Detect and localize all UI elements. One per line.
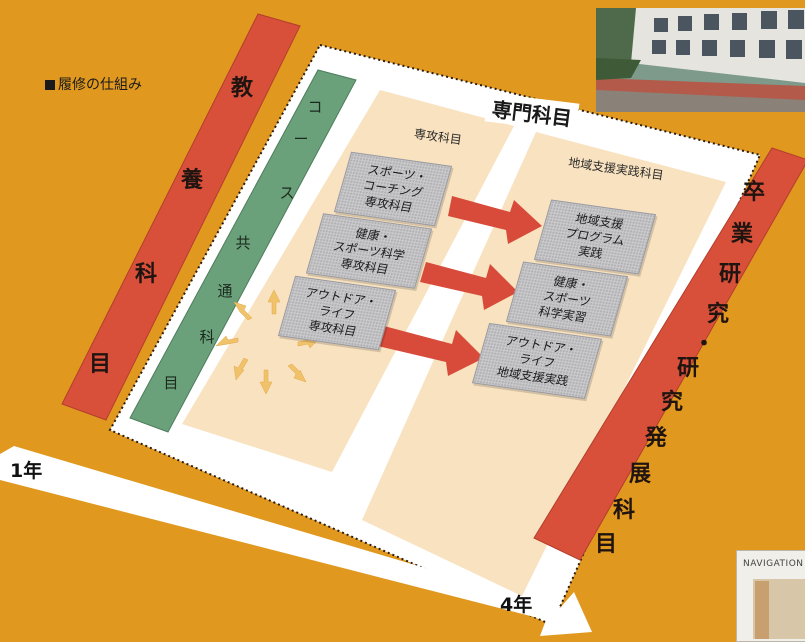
grad-char-1: 卒 xyxy=(742,179,765,205)
general-education-char-1: 教 xyxy=(230,75,253,101)
heading-text: 履修の仕組み xyxy=(58,77,142,93)
common-char-7: 目 xyxy=(163,374,179,392)
common-char-5: 通 xyxy=(217,282,233,300)
campus-building-image xyxy=(596,8,805,112)
flow-arrow-1 xyxy=(448,196,542,244)
common-char-4: 共 xyxy=(235,234,251,252)
year-end-label: 4年 xyxy=(500,594,533,616)
grad-char-9: 展 xyxy=(628,461,651,487)
navigation-widget[interactable]: NAVIGATION xyxy=(736,550,805,642)
grad-char-7: 究 xyxy=(660,389,683,415)
grad-char-8: 発 xyxy=(644,425,667,451)
navigation-thumbnail-strip xyxy=(755,581,769,639)
grad-char-5: ・ xyxy=(692,331,715,357)
year-arrow xyxy=(0,446,592,636)
general-education-char-4: 目 xyxy=(88,351,111,377)
diagram-heading: 履修の仕組み xyxy=(45,74,142,94)
graduation-research-bar xyxy=(533,147,805,561)
year-start-label: 1年 xyxy=(10,460,43,482)
grad-char-3: 研 xyxy=(718,261,741,287)
grad-char-11: 目 xyxy=(594,531,617,557)
campus-photo xyxy=(596,8,805,112)
flow-arrow-2 xyxy=(420,262,518,310)
navigation-title: NAVIGATION xyxy=(743,559,804,569)
flow-arrows xyxy=(378,196,542,376)
grad-char-10: 科 xyxy=(612,497,635,523)
common-char-6: 科 xyxy=(199,328,215,346)
course-common-bar xyxy=(129,69,357,433)
grad-char-2: 業 xyxy=(730,221,753,247)
general-education-char-2: 養 xyxy=(180,167,203,193)
common-char-2: ー xyxy=(293,130,309,148)
common-char-3: ス xyxy=(279,184,295,202)
square-bullet-icon xyxy=(45,80,55,90)
general-education-char-3: 科 xyxy=(134,261,157,287)
common-char-1: コ xyxy=(307,98,323,116)
grad-char-4: 究 xyxy=(706,301,729,327)
grad-char-6: 研 xyxy=(676,355,699,381)
general-education-bar xyxy=(61,13,301,421)
flow-arrow-3 xyxy=(378,326,484,376)
